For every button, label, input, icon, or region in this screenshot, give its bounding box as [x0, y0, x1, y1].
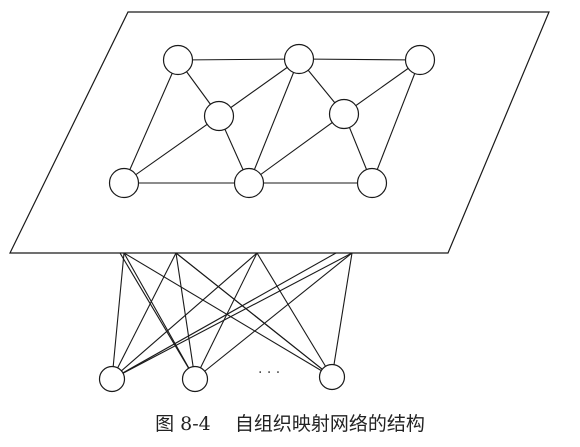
output-neuron [356, 167, 388, 199]
input-output-connections [111, 252, 353, 380]
lattice-link [248, 113, 345, 184]
output-neuron [328, 98, 360, 130]
output-neuron [404, 44, 436, 76]
lattice-link [177, 58, 300, 61]
connection-line [111, 252, 177, 380]
output-neuron [233, 167, 265, 199]
figure-title: 自组织映射网络的结构 [234, 413, 425, 435]
lattice-link [123, 59, 179, 184]
output-layer-neurons [108, 43, 436, 199]
connection-line [175, 252, 333, 378]
connection-line [111, 252, 353, 380]
lattice-link [371, 59, 421, 184]
input-ellipsis: · · · [258, 365, 280, 381]
output-neuron [203, 100, 235, 132]
input-neuron [181, 365, 209, 393]
figure-caption: 图 8-4 自组织映射网络的结构 [0, 409, 580, 436]
input-neuron [318, 363, 346, 391]
output-layer-plane [9, 11, 550, 254]
connection-line [111, 252, 258, 380]
output-neuron [108, 167, 140, 199]
figure-number: 图 8-4 [155, 413, 211, 435]
connection-line [111, 252, 337, 380]
lattice-link [123, 115, 220, 184]
output-neuron [283, 43, 315, 75]
connection-line [194, 252, 353, 380]
connection-line [175, 252, 196, 380]
output-neuron [162, 44, 194, 76]
connection-line [123, 252, 196, 380]
lattice-link [218, 58, 300, 117]
input-layer-neurons [98, 363, 346, 393]
connection-line [119, 252, 196, 380]
connection-line [111, 252, 125, 380]
lattice-link [343, 59, 421, 115]
connection-line [123, 252, 333, 378]
connection-line [331, 252, 353, 378]
connection-line [256, 252, 333, 378]
lattice-link [248, 58, 300, 184]
connection-line [194, 252, 258, 380]
input-neuron [98, 365, 126, 393]
lattice-link [298, 58, 421, 61]
